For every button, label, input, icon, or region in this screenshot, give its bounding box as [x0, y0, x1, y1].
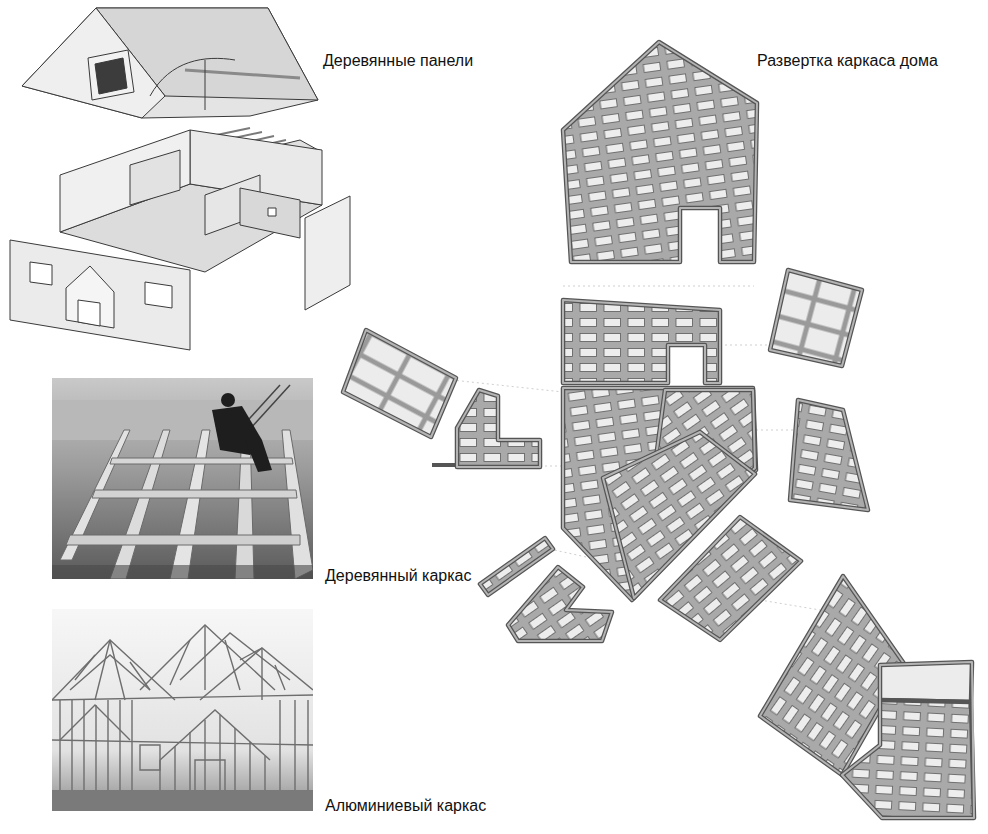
frame-panel: [770, 270, 862, 366]
frame-panel-edge: [457, 390, 540, 467]
window: [30, 262, 52, 285]
frame-panel: [563, 42, 757, 262]
beam: [170, 430, 210, 579]
inner-window: [268, 208, 276, 216]
unfolded-frame: [343, 42, 974, 818]
frame-panel-edge: [770, 270, 862, 366]
fold-line: [760, 600, 820, 610]
dormer: [88, 50, 134, 100]
heading-label: Развертка каркаса дома: [757, 51, 938, 71]
frame-panel-edge: [563, 42, 757, 262]
roof-panel: [22, 8, 318, 118]
roof-curve: [150, 58, 235, 96]
side-wall-panel: [305, 196, 350, 310]
floor-shadow: [52, 565, 313, 579]
top-plate: [52, 740, 313, 745]
cross-beam: [66, 535, 300, 545]
inner-wall: [240, 188, 300, 238]
frame-panel: [343, 330, 456, 437]
porch: [66, 266, 114, 328]
fold-line: [452, 380, 563, 392]
wall-back: [52, 400, 313, 440]
frame-panel-edge: [660, 517, 801, 640]
left-wall: [60, 130, 190, 232]
caption-label: Алюминиевый каркас: [325, 796, 486, 816]
frame-panel: [457, 390, 540, 467]
roof-beam: [205, 60, 206, 110]
frame-panel: [880, 662, 972, 702]
frame-panel-edge: [563, 300, 720, 383]
panel-house-illustration: [10, 8, 350, 350]
photo-background: [52, 609, 313, 811]
aluminium-frame-photo: [52, 609, 313, 811]
wall-studs: [60, 700, 308, 795]
beam: [282, 430, 313, 579]
fold-line: [720, 345, 775, 346]
worker-leg: [245, 440, 272, 472]
inner-wall: [130, 150, 180, 205]
timber-beams: [60, 430, 313, 579]
frame-panel: [790, 400, 868, 510]
roof-truss: [52, 640, 175, 700]
frame-panel-edge: [343, 330, 456, 437]
top-plate: [52, 695, 313, 700]
door: [78, 300, 100, 326]
steel-frame: [52, 625, 313, 795]
fold-line: [756, 430, 795, 431]
beam: [110, 430, 170, 579]
worker-head: [221, 393, 235, 407]
fold-line: [563, 286, 754, 287]
roof-truss: [200, 648, 313, 700]
frame-panel: [563, 300, 720, 383]
gable-frame: [160, 710, 270, 760]
dormer-window: [95, 58, 127, 94]
fold-line: [540, 466, 563, 467]
ground: [52, 790, 313, 811]
window: [145, 282, 172, 308]
front-wall-panel: [10, 240, 190, 350]
frame-panel: [660, 517, 801, 640]
frame-panel: [508, 567, 612, 641]
cross-beam: [92, 490, 297, 498]
roof-truss: [140, 625, 275, 690]
timber-frame-photo: [52, 378, 313, 579]
frame-panel-edge: [842, 662, 974, 818]
frame-panel-edge: [790, 400, 868, 510]
photo-background: [52, 378, 313, 579]
roof-gable: [22, 8, 165, 118]
roof-beam: [185, 70, 300, 78]
caption-label: Деревянный каркас: [325, 566, 471, 586]
truss-web: [75, 625, 285, 700]
caption-label: Деревянные панели: [323, 51, 473, 71]
worker: [212, 393, 272, 472]
door-frame: [140, 745, 225, 795]
frame-panel-edge: [508, 567, 612, 641]
